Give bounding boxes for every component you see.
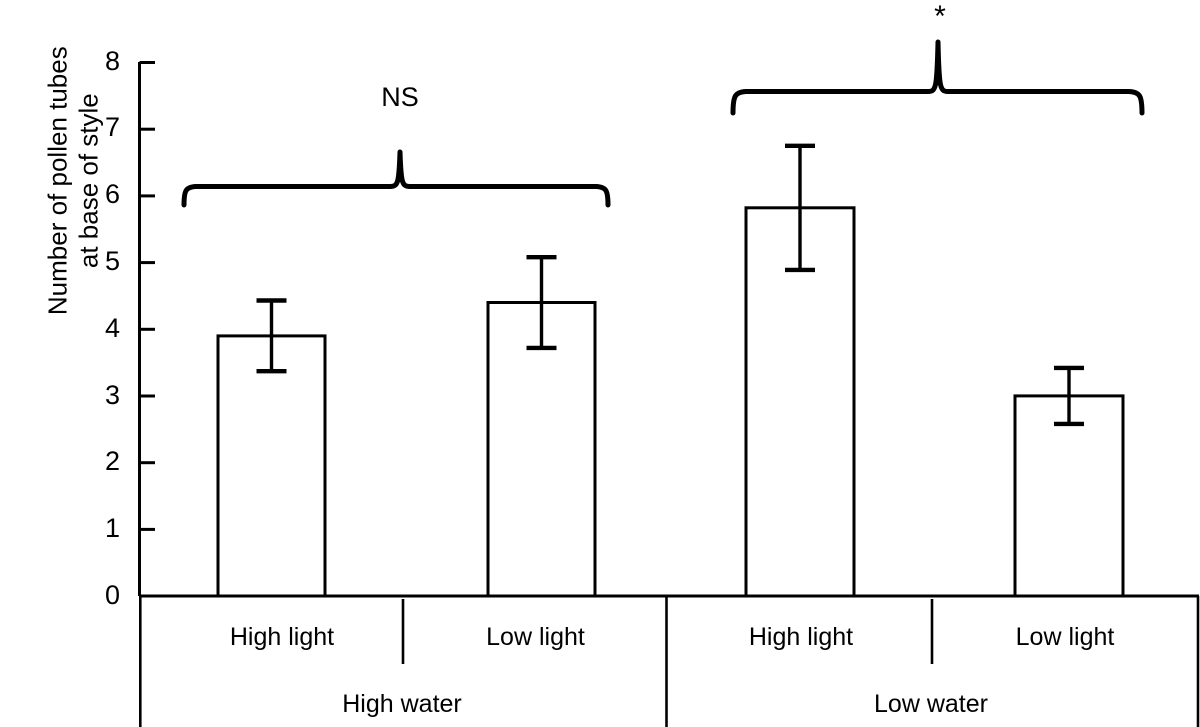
error-bar-low-light-high-water: [526, 255, 557, 351]
category-label-high-light-low-water: High light: [748, 623, 854, 651]
error-bar-high-light-high-water: [256, 298, 287, 374]
error-bar-low-light-low-water: [1054, 365, 1084, 427]
category-label-high-light-high-water: High light: [229, 623, 335, 651]
significance-brace-low-water: [730, 39, 1145, 116]
error-bar-high-light-low-water: [785, 143, 815, 273]
y-axis: [138, 61, 155, 596]
bar-low-light-high-water: [486, 301, 597, 598]
significance-brace-high-water: [181, 149, 611, 208]
group-label-high-water: High water: [342, 690, 462, 718]
category-label-low-light-high-water: Low light: [486, 623, 585, 651]
bar-high-light-high-water: [216, 334, 327, 598]
bar-high-light-low-water: [744, 206, 856, 598]
y-tick-label-2: 2: [104, 446, 120, 476]
x-label-table: [139, 596, 1200, 727]
category-label-low-light-low-water: Low light: [1015, 623, 1115, 651]
y-tick-label-6: 6: [104, 179, 120, 209]
y-tick-label-7: 7: [104, 112, 120, 142]
y-tick-label-3: 3: [104, 380, 120, 410]
y-tick-label-5: 5: [104, 246, 120, 276]
y-tick-label-4: 4: [104, 313, 120, 343]
significance-label-asterisk: *: [934, 0, 946, 33]
bar-low-light-low-water: [1013, 394, 1125, 598]
y-tick-label-1: 1: [104, 513, 120, 543]
y-tick-label-0: 0: [104, 580, 120, 610]
significance-label-ns: NS: [381, 82, 419, 112]
group-label-low-water: Low water: [874, 690, 988, 718]
y-tick-label-8: 8: [104, 46, 120, 76]
